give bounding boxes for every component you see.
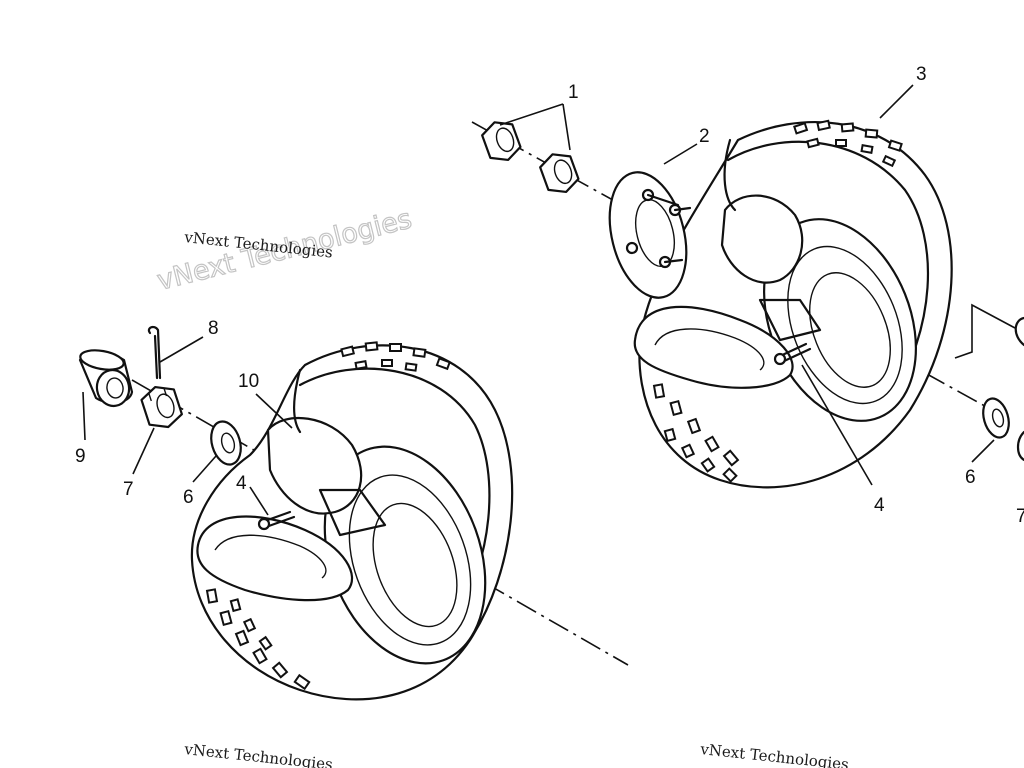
watermark-small-bottom-left: vNext Technologies — [183, 740, 334, 768]
callout-1: 1 — [568, 82, 579, 103]
left-washer — [210, 420, 242, 466]
leader-4-right — [801, 364, 873, 486]
leader-10 — [255, 393, 293, 429]
left-valve-stem — [257, 510, 296, 531]
callout-3: 3 — [916, 64, 927, 85]
left-rim — [196, 368, 487, 665]
leader-1a — [499, 103, 564, 126]
callout-10: 10 — [238, 371, 259, 392]
right-lug-nuts — [481, 121, 580, 194]
callout-7-right: 7 — [1016, 506, 1024, 527]
leader-9 — [82, 391, 86, 441]
dust-cap — [78, 349, 134, 408]
leader-7-left — [132, 427, 155, 475]
right-valve-stem — [773, 342, 812, 366]
callout-4-right: 4 — [874, 495, 885, 516]
right-washer — [982, 397, 1010, 439]
leader-6-left — [192, 455, 217, 483]
watermark-small-bottom-right: vNext Technologies — [699, 740, 850, 768]
callout-9: 9 — [75, 446, 86, 467]
callout-2: 2 — [699, 126, 710, 147]
right-edge-part — [1014, 316, 1024, 462]
callout-7-left: 7 — [123, 479, 134, 500]
callout-6-right: 6 — [965, 467, 976, 488]
callout-labels: 1 2 3 4 6 7 8 9 10 4 6 7 — [75, 64, 1024, 527]
right-hub — [608, 171, 692, 299]
right-wheel-assembly — [471, 84, 1024, 489]
leader-6-right — [971, 439, 995, 463]
callout-6-left: 6 — [183, 487, 194, 508]
right-rim — [633, 138, 917, 422]
right-axis-offset — [954, 303, 1016, 359]
left-tire-tread — [205, 341, 451, 691]
cotter-pin — [147, 325, 162, 380]
leader-8 — [159, 336, 204, 363]
leader-2 — [663, 143, 698, 165]
castle-nut — [140, 385, 183, 429]
left-wheel-assembly — [78, 325, 629, 701]
callout-4-left: 4 — [236, 473, 247, 494]
leader-1b — [562, 103, 571, 151]
callout-8: 8 — [208, 318, 219, 339]
leader-3 — [879, 84, 914, 119]
right-tire-tread — [652, 119, 903, 483]
leader-4-left — [249, 486, 269, 516]
